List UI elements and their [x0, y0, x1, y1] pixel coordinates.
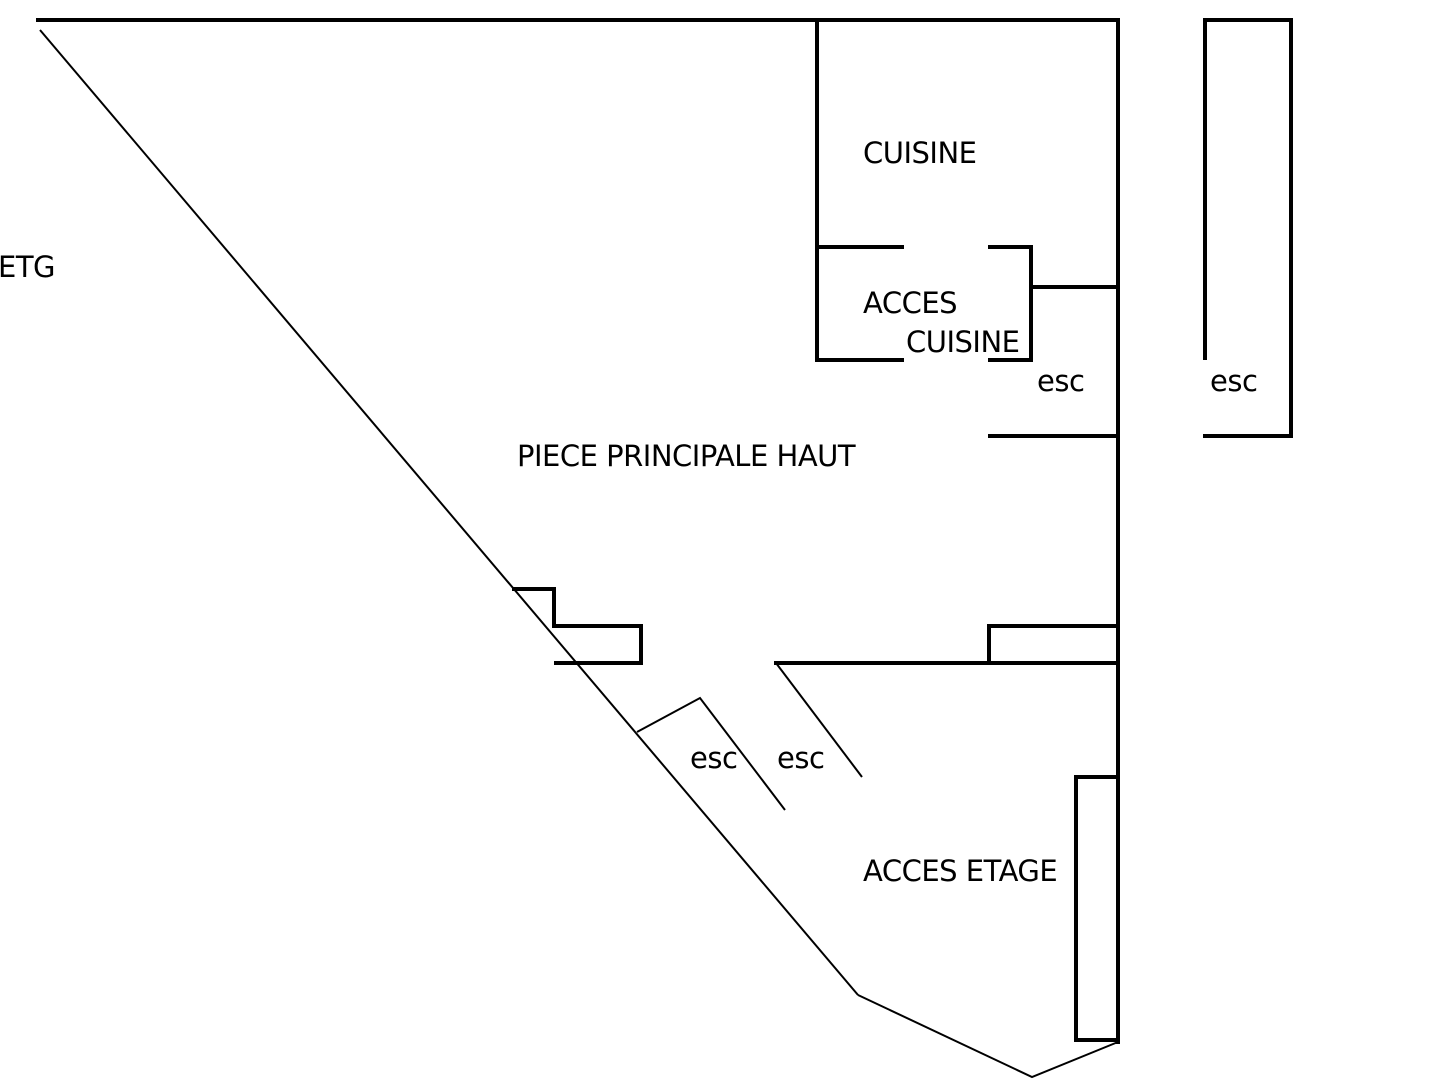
- room-label-acces-line2: CUISINE: [906, 325, 1020, 359]
- labels: ETG CUISINE ACCES CUISINE esc esc PIECE …: [0, 136, 1258, 888]
- room-label-etg: ETG: [0, 250, 55, 284]
- stair-lower-left: [636, 696, 786, 811]
- room-label-acces-line1: ACCES: [863, 286, 957, 320]
- stair-lower-right: [775, 662, 863, 778]
- stair-label-right-inner: esc: [1037, 364, 1084, 398]
- bottom-closet: [1074, 775, 1120, 1042]
- step-notch: [512, 587, 643, 665]
- outer-stair-wall: [1203, 18, 1293, 438]
- room-label-cuisine: CUISINE: [863, 136, 977, 170]
- room-label-acces-etage: ACCES ETAGE: [863, 854, 1057, 888]
- stair-label-right-outer: esc: [1210, 364, 1257, 398]
- stair-label-lower-right: esc: [777, 741, 824, 775]
- diagonal-wall: [39, 29, 859, 996]
- walls: [36, 18, 1293, 1079]
- bottom-angled-wall: [857, 994, 1119, 1079]
- room-label-piece-principale: PIECE PRINCIPALE HAUT: [517, 439, 856, 473]
- stair-label-lower-left: esc: [690, 741, 737, 775]
- hall-step: [987, 624, 1120, 665]
- kitchen-bottom-wall-right: [988, 245, 1033, 362]
